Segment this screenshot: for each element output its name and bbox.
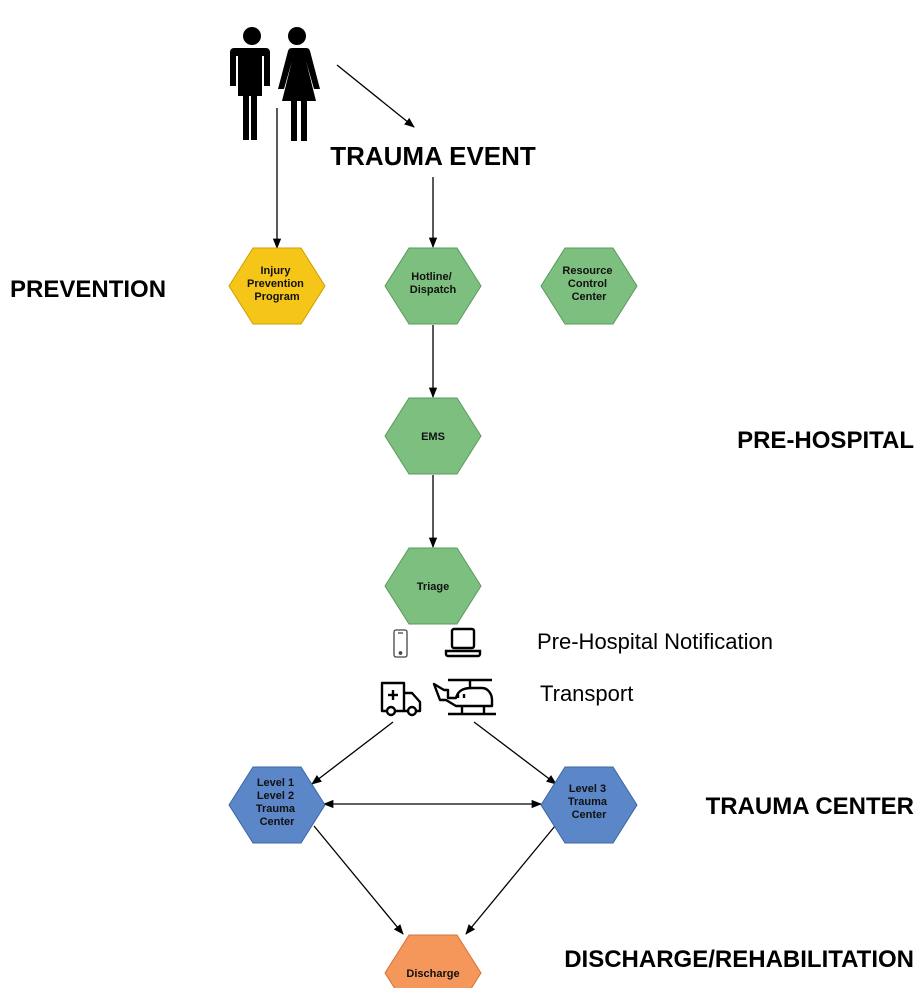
discharge-node: Discharge — [384, 934, 482, 988]
edge-level12-to-discharge — [313, 825, 404, 935]
edge-transport-to-level3 — [473, 721, 557, 785]
triage-hex — [384, 547, 482, 625]
resource-control-node: Resource Control Center — [540, 247, 638, 325]
hotline-line-1: Hotline/ — [411, 271, 451, 283]
edge-people-to-event — [336, 64, 415, 128]
ems-hex — [384, 397, 482, 475]
discharge-hex — [384, 934, 482, 988]
pre-hospital-notification-label: Pre-Hospital Notification — [537, 629, 773, 654]
hotline-line-2: Dispatch — [410, 284, 457, 296]
svg-text:Level 3 Trauma Cen: Level 3 Trauma Center — [568, 783, 610, 821]
injury-prevention-line-2: Prevention — [247, 278, 304, 290]
injury-prevention-node: Injury Prevention Program — [228, 247, 326, 325]
level12-hex — [228, 766, 326, 844]
ems-label: EMS — [421, 431, 445, 443]
trauma-center-stage-label: TRAUMA CENTER — [706, 793, 914, 820]
ambulance-icon — [380, 681, 422, 717]
trauma-event-label: TRAUMA EVENT — [330, 141, 536, 171]
edge-transport-to-level12 — [311, 721, 394, 785]
pre-hospital-stage-label: PRE-HOSPITAL — [737, 427, 914, 454]
hotline-dispatch-node: Hotline/ Dispatch — [384, 247, 482, 325]
resource-control-line-2: Control — [568, 278, 607, 290]
svg-text:Injury Prevention: Injury Prevention Program — [247, 265, 307, 303]
svg-text:Resource Control C: Resource Control Center — [562, 265, 615, 303]
helicopter-icon — [432, 678, 496, 716]
level3-trauma-center-node: Level 3 Trauma Center — [540, 766, 638, 844]
level12-line-1: Level 1 — [257, 777, 294, 789]
edge-level3-to-discharge — [465, 825, 556, 935]
phone-icon — [393, 629, 408, 658]
level12-line-2: Level 2 — [257, 790, 294, 802]
laptop-icon — [444, 627, 482, 658]
level12-line-4: Center — [260, 816, 296, 828]
level3-hex — [540, 766, 638, 844]
resource-control-line-3: Center — [572, 291, 608, 303]
resource-control-line-1: Resource — [562, 265, 612, 277]
injury-prevention-line-3: Program — [254, 291, 299, 303]
hotline-hex — [384, 247, 482, 325]
discharge-stage-label: DISCHARGE/REHABILITATION — [564, 946, 914, 973]
woman-icon — [278, 27, 320, 141]
transport-label: Transport — [540, 681, 633, 706]
discharge-node-label: Discharge — [406, 968, 459, 980]
injury-prevention-hex — [228, 247, 326, 325]
ems-node: EMS — [384, 397, 482, 475]
injury-prevention-line-1: Injury — [260, 265, 291, 277]
resource-control-hex — [540, 247, 638, 325]
triage-label: Triage — [417, 581, 449, 593]
level12-trauma-center-node: Level 1 Level 2 Trauma Center — [228, 766, 326, 844]
level3-line-3: Center — [572, 809, 608, 821]
man-icon — [230, 27, 270, 140]
prevention-stage-label: PREVENTION — [10, 276, 166, 303]
level3-line-2: Trauma — [568, 796, 608, 808]
svg-text:Hotline/ Dispatch: Hotline/ Dispatch — [410, 271, 457, 296]
level3-line-1: Level 3 — [569, 783, 606, 795]
level12-line-3: Trauma — [256, 803, 296, 815]
triage-node: Triage — [384, 547, 482, 625]
svg-text:Level 1 Level 2 Tr: Level 1 Level 2 Trauma Center — [256, 777, 298, 828]
